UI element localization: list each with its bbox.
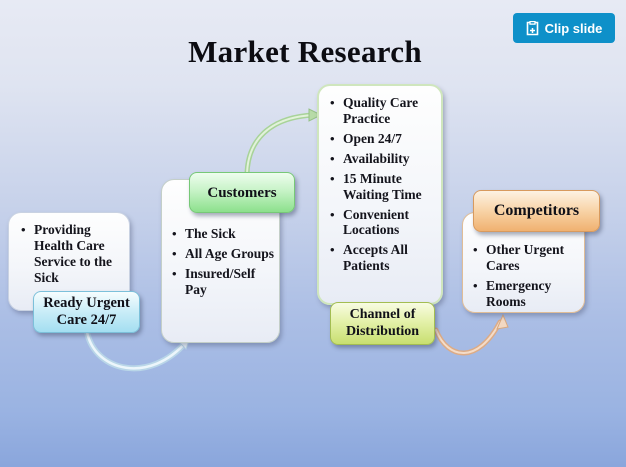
bullet-item: Convenient Locations xyxy=(329,207,438,239)
bullet-item: Insured/Self Pay xyxy=(171,266,275,298)
ready-urgent-care-label: Ready Urgent Care 24/7 xyxy=(33,291,140,333)
bullet-item: Quality Care Practice xyxy=(329,95,438,127)
clip-slide-label: Clip slide xyxy=(544,20,603,36)
competitors-label: Competitors xyxy=(473,190,600,232)
connector-channel-to-competitors xyxy=(433,313,509,356)
slide-title: Market Research xyxy=(188,34,422,69)
customers-bullet-list: The Sick All Age Groups Insured/Self Pay xyxy=(171,226,275,298)
customers-label: Customers xyxy=(189,172,295,213)
channel-bullet-list: Quality Care Practice Open 24/7 Availabi… xyxy=(329,95,438,274)
bullet-item: Open 24/7 xyxy=(329,131,438,147)
channel-of-distribution-label: Channel of Distribution xyxy=(330,302,435,345)
bullet-item: All Age Groups xyxy=(171,246,275,262)
bullet-item: Emergency Rooms xyxy=(472,278,581,310)
competitors-bullet-list: Other Urgent Cares Emergency Rooms xyxy=(472,242,581,310)
bullet-item: Accepts All Patients xyxy=(329,242,438,274)
ready-bullet-list: Providing Health Care Service to the Sic… xyxy=(20,222,125,286)
channel-content-panel: Quality Care Practice Open 24/7 Availabi… xyxy=(317,84,443,305)
bullet-item: Availability xyxy=(329,151,438,167)
clip-slide-button[interactable]: Clip slide xyxy=(513,13,615,43)
clipboard-plus-icon xyxy=(526,20,539,36)
bullet-item: Providing Health Care Service to the Sic… xyxy=(20,222,125,286)
bullet-item: The Sick xyxy=(171,226,275,242)
bullet-item: Other Urgent Cares xyxy=(472,242,581,274)
bullet-item: 15 Minute Waiting Time xyxy=(329,171,438,203)
connector-customers-to-channel xyxy=(244,108,323,179)
